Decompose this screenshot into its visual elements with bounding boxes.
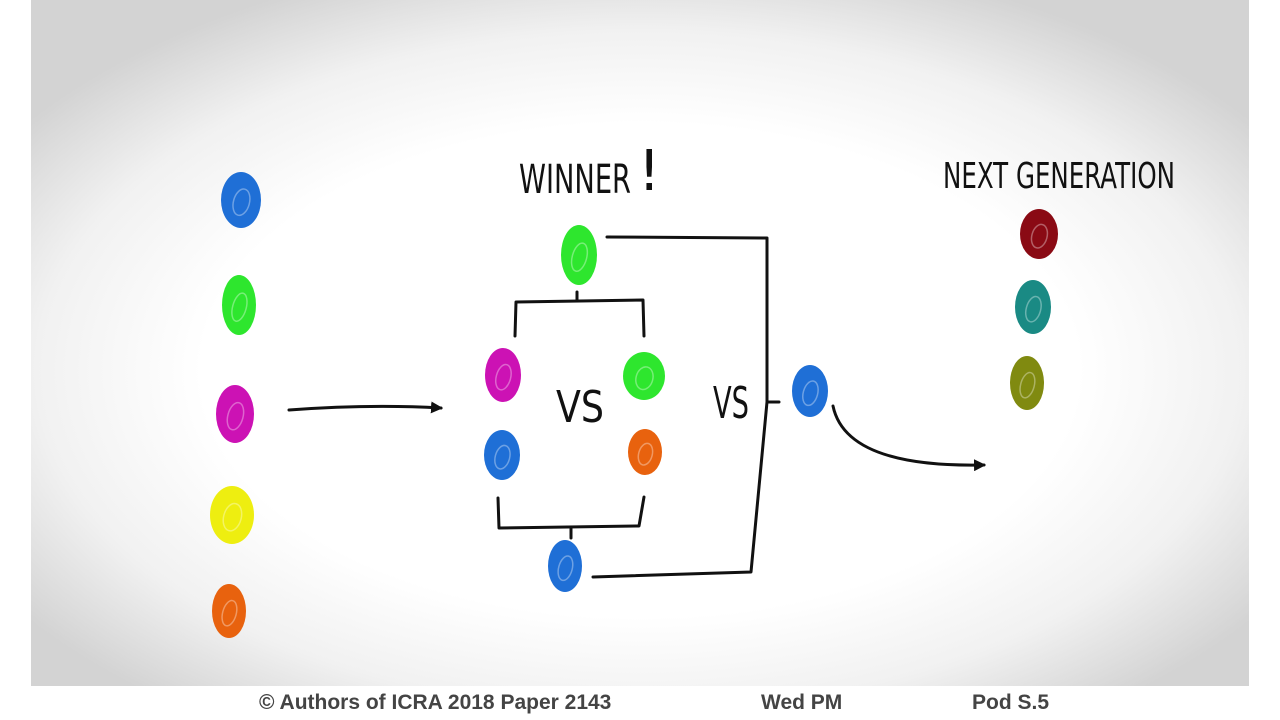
final-opponent-blue-blob	[792, 365, 828, 417]
vs-label-final: VS	[713, 378, 749, 429]
blob-scribble	[222, 502, 243, 532]
blob-scribble	[226, 401, 245, 431]
winner-label: WINNER	[519, 157, 631, 203]
blob-scribble	[231, 292, 248, 322]
winner-green-blob	[561, 225, 597, 285]
copyright-text: © Authors of ICRA 2018 Paper 2143	[259, 691, 612, 714]
individual-orange-blob	[212, 584, 246, 638]
offspring-teal-blob	[1015, 280, 1051, 334]
vs-label-round-1: VS	[556, 382, 604, 433]
next-generation-label: NEXT GENERATION	[943, 156, 1175, 197]
individual-yellow-blob	[210, 486, 254, 544]
session-text: Wed PM	[761, 691, 843, 714]
tournament-round-1	[484, 348, 665, 480]
slide-canvas: WINNER ! NEXT GENERATION VS VS	[31, 0, 1249, 686]
competitor-blue-blob	[484, 430, 520, 480]
population-column	[210, 172, 261, 638]
blob-scribble	[221, 599, 238, 627]
blob-scribble	[1024, 295, 1042, 323]
blob-scribble	[1019, 371, 1036, 399]
winner-exclamation: !	[638, 139, 660, 204]
blob-scribble	[232, 188, 251, 217]
offspring-olive-blob	[1010, 356, 1044, 410]
next-generation-column	[1010, 209, 1058, 410]
individual-blue-blob	[221, 172, 261, 228]
pod-text: Pod S.5	[972, 691, 1050, 714]
blob-scribble	[802, 380, 819, 407]
round-1-winners	[548, 225, 828, 592]
blob-scribble	[635, 366, 654, 391]
competitor-magenta-blob	[485, 348, 521, 402]
individual-magenta-blob	[216, 385, 254, 443]
tournament-selection-diagram: WINNER ! NEXT GENERATION VS VS	[210, 139, 1175, 638]
winner-blue-blob	[548, 540, 582, 592]
individual-green-blob	[222, 275, 256, 335]
blob-scribble	[494, 363, 512, 391]
competitor-orange-blob	[628, 429, 662, 475]
blob-scribble	[557, 555, 574, 582]
offspring-dark-red-blob	[1020, 209, 1058, 259]
blob-scribble	[494, 444, 511, 470]
blob-scribble	[570, 242, 589, 272]
competitor-green-blob	[623, 352, 665, 400]
winner-to-next-generation-arrow	[831, 404, 986, 472]
blob-scribble	[1030, 223, 1049, 249]
blob-scribble	[637, 442, 654, 466]
lower-bracket	[496, 495, 646, 530]
population-to-tournament-arrow	[287, 401, 443, 414]
footer: © Authors of ICRA 2018 Paper 2143 Wed PM…	[0, 686, 1280, 720]
upper-bracket	[513, 298, 646, 338]
